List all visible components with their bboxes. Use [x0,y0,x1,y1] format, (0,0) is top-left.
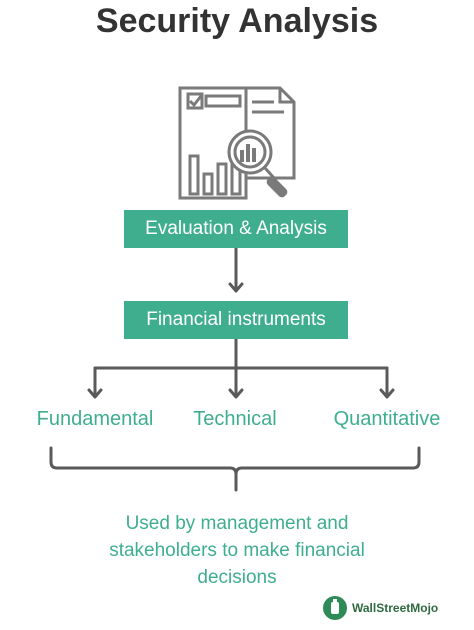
brand-name: WallStreetMojo [352,601,439,615]
fundamental-label: Fundamental [36,408,154,430]
description-line: decisions [197,567,277,588]
description: Used by management and stakeholders to m… [62,510,412,591]
quantitative-label: Quantitative [333,408,441,430]
page-title: Security Analysis [95,2,379,40]
financial-instruments-box: Financial instruments [124,301,348,339]
evaluation-analysis-box: Evaluation & Analysis [124,210,348,248]
technical-label: Technical [193,408,277,430]
description-line: Used by management and [125,513,349,534]
document-analysis-magnifier-icon [178,86,296,200]
logo-icon [323,596,347,620]
brand-logo: WallStreetMojo [322,594,472,622]
description-line: stakeholders to make financial [109,540,365,561]
